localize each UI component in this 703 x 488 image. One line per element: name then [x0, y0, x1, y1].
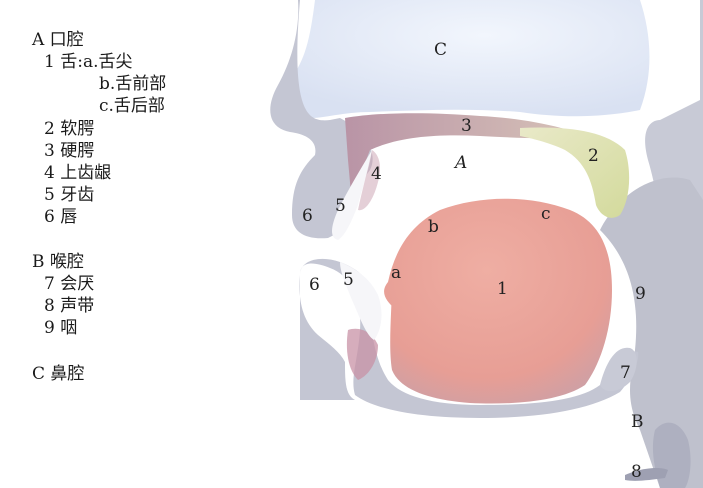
label-pharynx: 9	[635, 284, 646, 304]
label-lower-teeth: 5	[343, 270, 354, 290]
label-alveolar-ridge: 4	[371, 164, 382, 184]
label-larynx: B	[631, 412, 644, 432]
vocal-fold	[625, 467, 668, 481]
soft-palate	[520, 127, 630, 218]
label-oral-cavity: A	[455, 153, 468, 173]
lower-gum	[346, 328, 378, 380]
upper-gum	[358, 150, 380, 211]
lower-lip-tissue	[299, 275, 355, 400]
label-upper-teeth: 5	[335, 196, 346, 216]
label-upper-lip: 6	[302, 206, 313, 226]
label-soft-palate: 2	[588, 146, 599, 166]
nasal-cavity	[282, 0, 650, 119]
legend-pharynx: 9 咽	[44, 318, 78, 338]
lower-tooth	[340, 262, 382, 340]
legend-vocal-cords: 8 声带	[44, 296, 95, 316]
legend-teeth: 5 牙齿	[44, 185, 95, 205]
legend-larynx-cavity: B 喉腔	[32, 252, 84, 272]
throat-back-tissue	[600, 177, 703, 488]
label-tongue: 1	[497, 279, 508, 299]
legend-tongue-front: b.舌前部	[99, 74, 167, 94]
label-tongue-tip: a	[391, 263, 402, 283]
legend-hard-palate: 3 硬腭	[44, 141, 95, 161]
label-nasal-cavity: C	[434, 40, 448, 60]
label-hard-palate: 3	[461, 116, 472, 136]
tongue	[384, 198, 612, 404]
legend-soft-palate: 2 软腭	[44, 119, 95, 139]
legend-oral-cavity: A 口腔	[32, 30, 84, 50]
legend-tongue: 1 舌:a.舌尖	[44, 52, 133, 72]
label-tongue-back: c	[541, 204, 551, 224]
label-lower-lip: 6	[309, 275, 320, 295]
legend-epiglottis: 7 会厌	[44, 274, 95, 294]
label-epiglottis: 7	[620, 363, 631, 383]
upper-tooth	[332, 150, 372, 240]
nose-tissue	[270, 0, 373, 239]
legend-tongue-back: c.舌后部	[99, 96, 165, 116]
legend-lips: 6 唇	[44, 207, 78, 227]
label-tongue-front: b	[428, 217, 439, 237]
lower-jaw-tissue	[300, 258, 639, 418]
legend-alveolar-ridge: 4 上齿龈	[44, 163, 112, 183]
label-vocal-cords: 8	[631, 462, 642, 482]
legend-nasal-cavity: C 鼻腔	[32, 364, 85, 384]
epiglottis	[600, 347, 637, 392]
